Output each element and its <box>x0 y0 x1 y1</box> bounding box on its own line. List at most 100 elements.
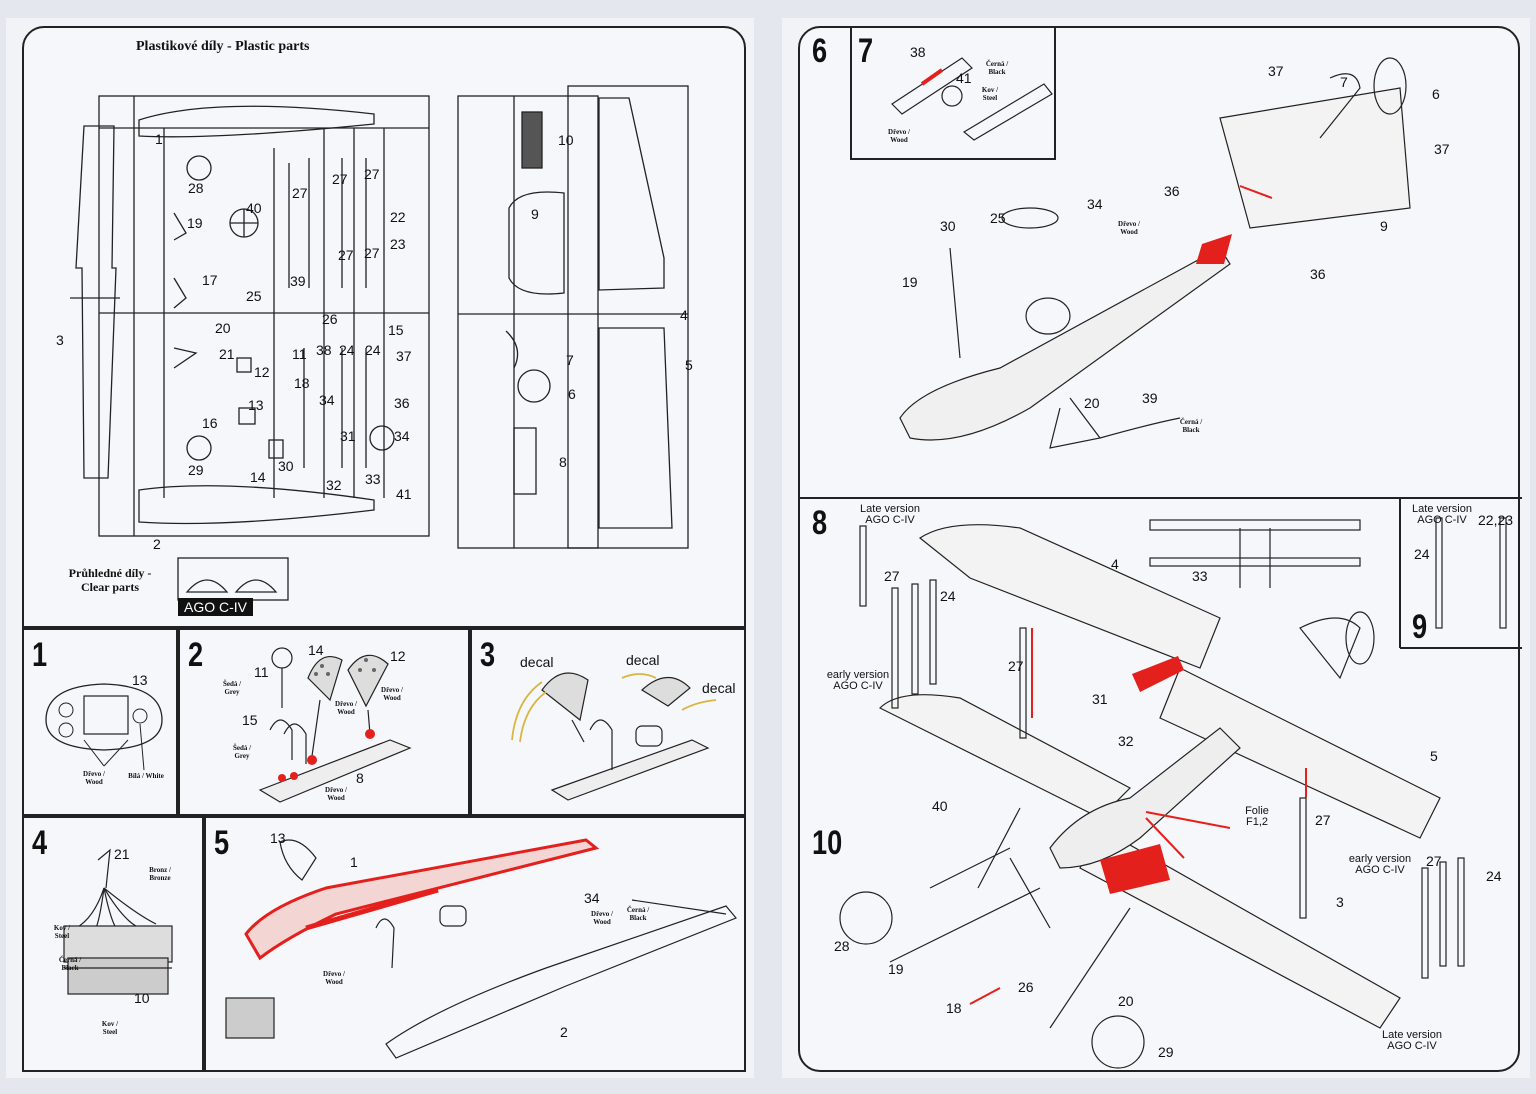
step6-part-25: 25 <box>990 210 1006 226</box>
step10-part-27: 27 <box>1426 853 1442 869</box>
step7-drawing <box>891 57 1053 141</box>
step8-late-version: Late version AGO C-IV <box>860 503 920 526</box>
right-frame: 6 7 38 41 Černá / Black Kov / Steel Dřev… <box>798 26 1522 1072</box>
step10-late-version: Late version AGO C-IV <box>1382 1029 1442 1052</box>
step10-part-3: 3 <box>1336 894 1344 910</box>
step10-part-18: 18 <box>946 1000 962 1016</box>
step2-number: 2 <box>188 636 204 674</box>
step3-decal-2: decal <box>626 652 660 668</box>
sprue-part-30: 30 <box>278 458 294 474</box>
step6-black-note: Černá / Black <box>1179 418 1203 434</box>
step6-part-19: 19 <box>902 274 918 290</box>
step2-part-15: 15 <box>242 712 258 728</box>
step2-part-14: 14 <box>308 642 324 658</box>
step3-decal-3: decal <box>702 680 736 696</box>
step9-number: 9 <box>1412 608 1428 646</box>
step6-wood-note: Dřevo / Wood <box>1118 220 1140 236</box>
sprue-part-40: 40 <box>246 200 262 216</box>
step6-part-20: 20 <box>1084 395 1100 411</box>
sprue-part-16: 16 <box>202 415 218 431</box>
sprue-drawing <box>70 85 689 601</box>
sprue-part-41: 41 <box>396 486 412 502</box>
step5-drawing <box>225 838 737 1059</box>
sprue-part-22: 22 <box>390 209 406 225</box>
clear-parts-title: Průhledné díly - Clear parts <box>68 566 152 594</box>
sprue-part-26: 26 <box>322 311 338 327</box>
sprue-part-12: 12 <box>254 364 270 380</box>
right-sheet: 6 7 38 41 Černá / Black Kov / Steel Dřev… <box>782 18 1530 1078</box>
step4-panel: 4 21 10 Bronz / Bronze Kov / Steel Černá… <box>22 816 204 1072</box>
step10-part-40: 40 <box>932 798 948 814</box>
sprue-part-34: 34 <box>319 392 335 408</box>
step2-grey-note-2: Šedá / Grey <box>232 744 252 760</box>
step10-part-5: 5 <box>1430 748 1438 764</box>
sprue-part-3: 3 <box>56 332 64 348</box>
sprue-part-11: 11 <box>292 346 307 362</box>
sprue-part-10: 10 <box>558 132 574 148</box>
sprue-part-37: 37 <box>396 348 412 364</box>
step1-wood-note: Dřevo / Wood <box>83 770 105 786</box>
step7-steel-note: Kov / Steel <box>981 86 999 102</box>
sprue-part-33: 33 <box>365 471 381 487</box>
sprue-part-20: 20 <box>215 320 231 336</box>
step6-part-30: 30 <box>940 218 956 234</box>
step7-panel: 7 38 41 Černá / Black Kov / Steel Dřevo … <box>850 28 1056 160</box>
step5-part-1: 1 <box>350 854 358 870</box>
sprue-part-19: 19 <box>187 215 203 231</box>
step8-number: 8 <box>812 504 828 542</box>
sprue-title: Plastikové díly - Plastic parts <box>136 39 310 54</box>
step6-part-37: 37 <box>1268 63 1284 79</box>
step10-part-32: 32 <box>1118 733 1134 749</box>
step10-part-19: 19 <box>888 961 904 977</box>
sprue-part-4: 4 <box>680 307 688 323</box>
step1-part-13: 13 <box>132 672 148 688</box>
left-sheet: Plastikové díly - Plastic parts <box>6 18 754 1078</box>
step10-part-4: 4 <box>1111 556 1119 572</box>
sprue-part-1: 1 <box>155 131 163 147</box>
step5-part-13: 13 <box>270 830 286 846</box>
step4-part-10: 10 <box>134 990 150 1006</box>
sprue-part-39: 39 <box>290 273 306 289</box>
sprue-part-31: 31 <box>340 428 356 444</box>
step10-part-31: 31 <box>1092 691 1108 707</box>
step6-part-34: 34 <box>1087 196 1103 212</box>
sprue-part-14: 14 <box>250 469 266 485</box>
step4-steel-note-1: Kov / Steel <box>53 924 71 940</box>
step2-grey-note-1: Šedá / Grey <box>222 680 242 696</box>
sprue-part-7: 7 <box>566 352 574 368</box>
step9-parts-22-23: 22,23 <box>1478 512 1514 528</box>
step4-black-note: Černá / Black <box>58 956 82 972</box>
step4-number: 4 <box>32 824 48 862</box>
step2-wood-note-1: Dřevo / Wood <box>335 700 357 716</box>
step5-number: 5 <box>214 824 230 862</box>
step5-panel: 5 13 1 34 2 Dřevo / Wood Dřevo / Wood Če… <box>204 816 746 1072</box>
step10-part-20: 20 <box>1118 993 1134 1009</box>
sprue-part-15: 15 <box>388 322 404 338</box>
step9-part-24: 24 <box>1414 546 1430 562</box>
step1-white-note: Bílá / White <box>128 772 164 780</box>
model-tag: AGO C-IV <box>178 598 254 616</box>
step3-decal-1: decal <box>520 654 554 670</box>
sprue-part-2: 2 <box>153 536 161 552</box>
sprue-part-17: 17 <box>202 272 218 288</box>
step10-part-29: 29 <box>1158 1044 1174 1060</box>
step2-panel: 2 11 14 12 15 8 Šedá / Grey Šedá / Grey … <box>178 628 470 816</box>
step10-part-33: 33 <box>1192 568 1208 584</box>
step5-part-2: 2 <box>560 1024 568 1040</box>
step10-part-28: 28 <box>834 938 850 954</box>
step7-number: 7 <box>858 32 874 70</box>
step3-drawing <box>511 672 717 801</box>
step2-wood-note-2: Dřevo / Wood <box>381 686 403 702</box>
sprue-part-27: 27 <box>338 247 354 263</box>
step6-part-7: 7 <box>1340 74 1348 90</box>
sprue-part-6: 6 <box>568 386 576 402</box>
step1-panel: 1 13 Dřevo / Wood Bílá / White <box>22 628 178 816</box>
step2-part-11: 11 <box>254 664 269 680</box>
step2-wood-note-3: Dřevo / Wood <box>325 786 347 802</box>
step2-part-8: 8 <box>356 770 364 786</box>
sprue-part-32: 32 <box>326 477 342 493</box>
step2-drawing <box>258 647 412 803</box>
step6-part-36: 36 <box>1164 183 1180 199</box>
step6-part-36: 36 <box>1310 266 1326 282</box>
sprue-part-27: 27 <box>332 171 348 187</box>
